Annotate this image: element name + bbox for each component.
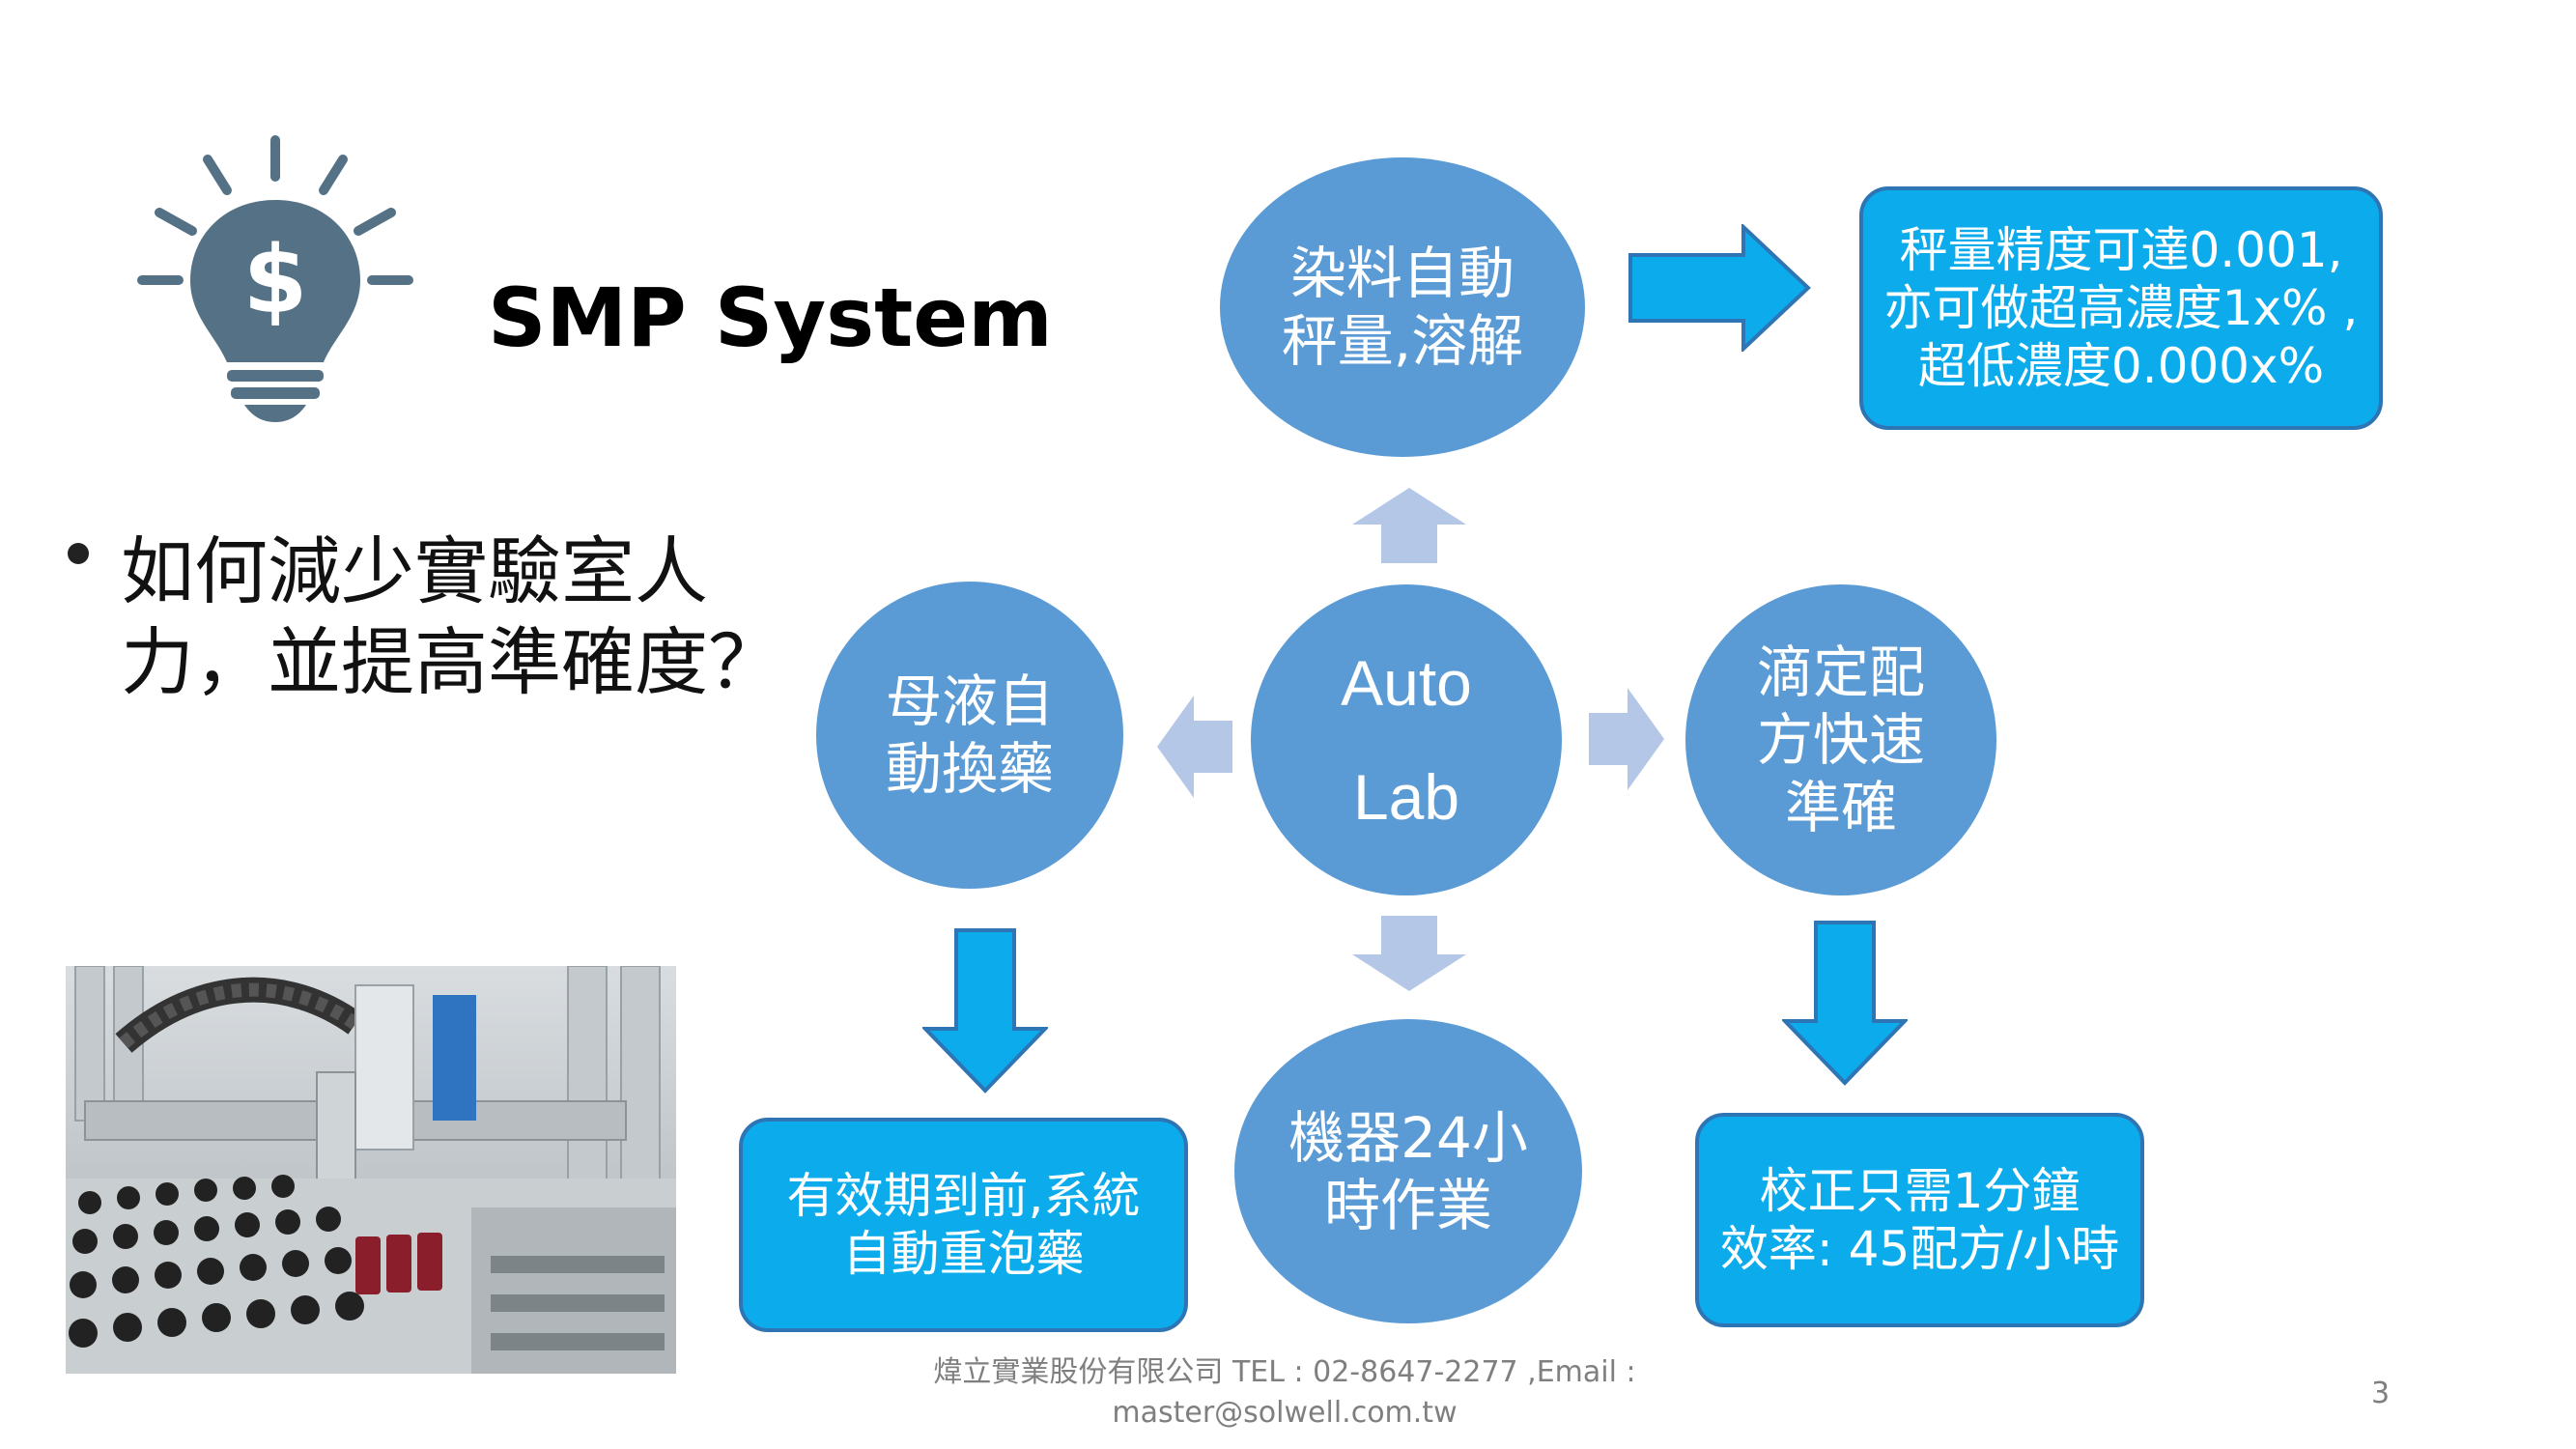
bullet-marker bbox=[68, 543, 89, 564]
bullet-question: 如何減少實驗室人力，並提高準確度？ bbox=[121, 528, 781, 705]
footer-line1: 煒立實業股份有限公司 TEL : 02-8647-2277 ,Email : bbox=[933, 1355, 1636, 1389]
arrow-right-large bbox=[1628, 224, 1811, 352]
center-node-line1: Auto bbox=[1341, 647, 1472, 719]
node-right: 滴定配 方快速 準確 bbox=[1685, 584, 1996, 895]
arrow-left-small bbox=[1157, 696, 1232, 798]
footer-line2: master@solwell.com.tw bbox=[1112, 1396, 1458, 1430]
arrow-down-large-left bbox=[922, 928, 1048, 1094]
center-node-autolab: Auto Lab bbox=[1251, 584, 1562, 895]
box-bottom-left: 有效期到前,系統 自動重泡藥 bbox=[739, 1118, 1188, 1332]
arrow-up-small bbox=[1352, 488, 1466, 563]
node-left: 母液自 動換藥 bbox=[816, 582, 1123, 889]
node-bottom: 機器24小 時作業 bbox=[1234, 1019, 1582, 1323]
svg-text:$: $ bbox=[243, 226, 308, 334]
lightbulb-dollar-icon: $ bbox=[137, 135, 413, 422]
box-bottom-right: 校正只需1分鐘 效率: 45配方/小時 bbox=[1695, 1113, 2144, 1327]
footer: 煒立實業股份有限公司 TEL : 02-8647-2277 ,Email : m… bbox=[922, 1352, 1647, 1434]
arrow-right-small bbox=[1589, 688, 1664, 790]
lab-automation-photo bbox=[66, 966, 676, 1374]
center-node-line2: Lab bbox=[1352, 761, 1460, 833]
slide-title: SMP System bbox=[488, 270, 1053, 365]
page-number: 3 bbox=[2371, 1377, 2391, 1410]
arrow-down-large-right bbox=[1782, 921, 1908, 1086]
arrow-down-small bbox=[1352, 916, 1466, 991]
box-top-right: 秤量精度可達0.001, 亦可做超高濃度1x% , 超低濃度0.000x% bbox=[1859, 186, 2383, 430]
node-top: 染料自動 秤量,溶解 bbox=[1220, 157, 1585, 457]
